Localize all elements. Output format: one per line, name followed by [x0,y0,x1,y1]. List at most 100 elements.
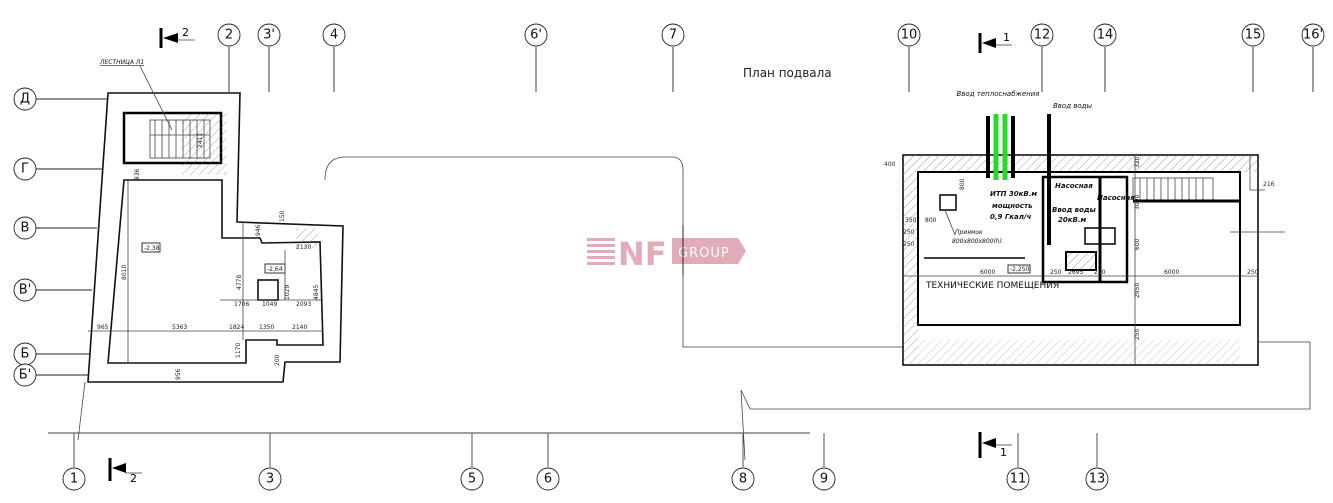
dimension-value: 3000 [1134,195,1141,210]
axis-label: 5 [468,472,476,487]
dimension-value: 2140 [292,324,307,331]
axis-left-Б': Б' [13,363,37,387]
axis-bottom-8: 8 [731,467,755,491]
dimension-value: 1706 [234,301,249,308]
dimension-value: 200 [274,354,281,366]
axis-label: Б [21,347,30,362]
dimension-value: 250 [1134,328,1141,340]
section-mark-top-left: 2 [159,26,195,48]
level-mark: -2,250 [1010,266,1030,273]
axis-label: 1 [70,472,78,487]
axis-label: Д [20,92,30,107]
dimension-value: 6000 [1164,269,1179,276]
dimension-value: 800 [925,217,937,224]
pit-label: Приямок [955,229,983,236]
axis-left-В': В' [13,278,37,302]
axis-label: 14 [1097,28,1114,43]
axis-bubble [1301,23,1325,47]
axis-bubble [1006,467,1030,491]
dimension-value: 1029 [284,285,291,300]
axis-label: 13 [1089,472,1106,487]
axis-bubble [812,467,836,491]
axis-bubble [460,467,484,491]
axis-bubble [524,23,548,47]
axis-bubble [13,157,37,181]
axis-bubble [1093,23,1117,47]
axis-label: В' [19,283,32,298]
axis-label: В [21,221,30,236]
dimension-value: 4778 [236,275,243,290]
stair-right [1132,177,1240,203]
axis-label: 15 [1245,28,1262,43]
level-mark: -2,38 [144,245,160,252]
axis-bubble [322,23,346,47]
dimension-value: 6000 [980,269,995,276]
axis-label: 7 [669,28,677,43]
dimension-value: 1170 [235,343,242,358]
dimension-value: 946 [255,224,262,236]
stair [149,119,211,159]
section-mark-top-right: 1 [978,31,1012,53]
pump-room-label: Насосная [1055,182,1093,190]
dimension-value: 250 [903,229,915,236]
dimension-value: 150 [279,210,286,222]
axis-bubble [1085,467,1109,491]
dimension-value: 800 [959,178,966,190]
axis-top-15: 15 [1241,23,1265,47]
right-building-plan: Ввод теплоснабжения Ввод воды ИТП 30кВ.м… [884,90,1285,366]
axis-bubble [731,467,755,491]
dimension-value: 836 [134,168,141,180]
axis-bubble [1030,23,1054,47]
svg-text:NF: NF [618,235,667,273]
axis-bubble [13,216,37,240]
axis-top-6': 6' [524,23,548,47]
axis-bubble [257,23,281,47]
axis-top-10: 10 [897,23,921,47]
axis-label: 8 [739,472,747,487]
dimension-value: 965 [97,324,109,331]
dimension-value: 250 [1247,269,1259,276]
pump-room2-label: Насосная [1097,194,1135,202]
axis-label: 16' [1303,28,1323,43]
axis-label: 10 [901,28,918,43]
nf-group-logo: NF GROUP [587,235,746,273]
dimension-value: 1350 [259,324,274,331]
axis-bubble [1241,23,1265,47]
axis-top-7: 7 [661,23,685,47]
axis-label: Б' [19,368,32,383]
axis-bubble [258,467,282,491]
axis-label: 9 [820,472,828,487]
axis-top-2: 2 [217,23,241,47]
axis-bubble [217,23,241,47]
pit-label: 800х800х800(h) [952,238,1002,245]
stair-label: ЛЕСТНИЦА Л1 [99,59,144,66]
axis-bottom-1: 1 [62,467,86,491]
axis-bubble [62,467,86,491]
axis-bubble [13,363,37,387]
axis-bottom-5: 5 [460,467,484,491]
dimension-value: 1049 [262,301,277,308]
dimension-value: 320 [1134,156,1141,168]
section-number: 2 [182,26,189,39]
water-room-label: 20кВ.м [1058,216,1086,224]
dimension-value: 5363 [172,324,187,331]
left-building-plan: ЛЕСТНИЦА Л1 -2,38 -2,64 2411836801094615… [87,59,344,383]
level-mark: -2,64 [267,266,283,273]
axis-bubble [536,467,560,491]
axis-label: 11 [1010,472,1027,487]
section-mark-bottom-right: 1 [978,432,1012,459]
dimension-value: 216 [1263,181,1275,188]
axis-left-В: В [13,216,37,240]
axis-label: 6' [530,28,542,43]
axis-top-14: 14 [1093,23,1117,47]
axis-bottom-11: 11 [1006,467,1030,491]
section-number: 2 [130,472,137,485]
dimension-value: 1824 [229,324,244,331]
dimension-value: 2130 [296,244,311,251]
axis-top-16': 16' [1301,23,1325,47]
axis-top-3': 3' [257,23,281,47]
